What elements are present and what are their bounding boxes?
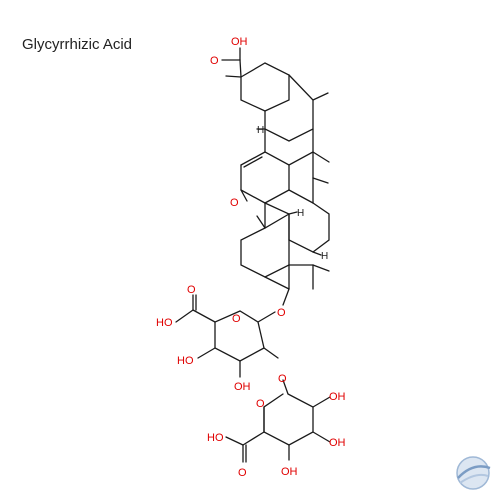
atom-o-acid-2: O — [238, 467, 247, 479]
atom-o-link: O — [278, 373, 287, 385]
atom-o-acid-1: O — [187, 284, 196, 296]
atom-o-ketone: O — [230, 197, 239, 209]
atom-o-ring-1: O — [232, 313, 241, 325]
sugar-ring-1 — [175, 288, 290, 378]
atom-h-3: H — [321, 251, 328, 262]
atom-labels: OH O O H H H O O O HO HO OH O O OH OH OH… — [156, 36, 346, 479]
atom-h-2: H — [297, 208, 304, 219]
atom-o-glycoside: O — [277, 307, 286, 319]
atom-h-1: H — [257, 125, 264, 136]
atom-o-top: O — [210, 55, 219, 67]
atom-ho-1: HO — [177, 355, 194, 367]
atom-ho-acid-1: HO — [156, 317, 173, 329]
atom-oh-2: OH — [329, 391, 346, 403]
atom-oh-1: OH — [234, 381, 251, 393]
sugar-ring-2 — [225, 379, 331, 463]
carbon-skeleton — [221, 47, 330, 290]
atom-ho-acid-2: HO — [207, 432, 224, 444]
atom-oh-3: OH — [329, 437, 346, 449]
atom-o-ring-2: O — [256, 398, 265, 410]
page-title: Glycyrrhizic Acid — [22, 36, 133, 53]
atom-oh-top: OH — [231, 36, 248, 48]
globe-swoosh-icon — [456, 456, 491, 490]
atom-oh-4: OH — [281, 466, 298, 478]
